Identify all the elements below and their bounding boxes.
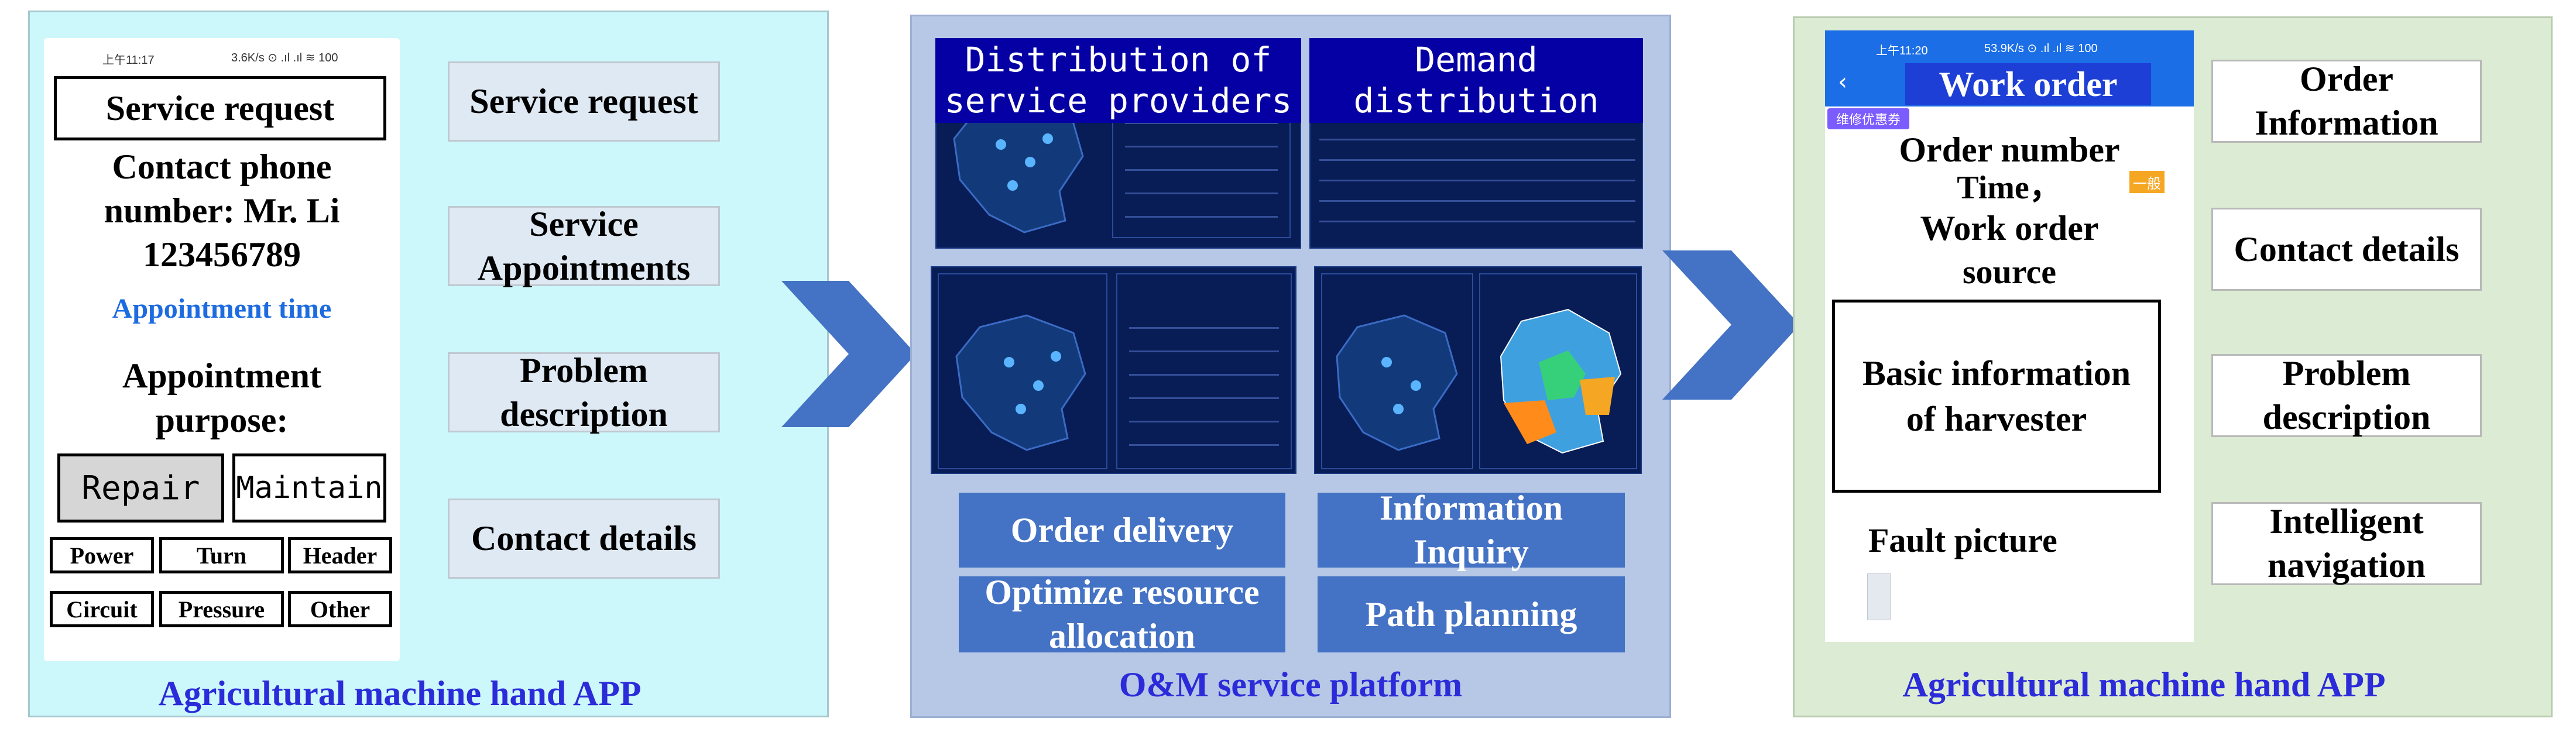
harvester-info-box: Basic information of harvester [1832,300,2161,493]
contact-line-1: Contact phone [112,147,332,186]
side-box-label-line-2: Appointments [477,248,691,287]
side-box-problem-description: Problem description [448,350,720,434]
side-box-label: Contact details [2234,229,2460,269]
work-order-title: Work order [1905,63,2151,105]
map-panel [1321,273,1473,469]
path-planning-button[interactable]: Path planning [1318,576,1625,652]
dashboard-header-demand: Demand distribution [1309,38,1643,123]
side-box-label-line-1: Problem [2282,354,2411,393]
source-label-line-1: Work order [1920,208,2099,248]
status-indicators: 3.6K/s ⊙ .ıl .ıl ≋ 100 [231,51,338,64]
side-box-service-appointments: Service Appointments [448,205,720,287]
side-box-service-request: Service request [448,61,720,142]
dashboard-provider-map [931,266,1296,474]
side-box-label-line-2: navigation [2267,546,2426,585]
side-box-label-line-2: description [500,394,668,434]
button-label-line-1: Optimize resource [985,573,1260,611]
header-line-2: distribution [1353,80,1599,121]
status-time: 上午11:20 [1876,44,1928,57]
maintain-button[interactable]: Maintain [232,453,386,523]
chip-other[interactable]: Other [288,591,392,627]
button-label-line-2: allocation [1049,617,1195,655]
chip-turn[interactable]: Turn [159,537,284,573]
service-request-title: Service request [54,76,386,140]
source-label-line-2: source [1962,253,2056,291]
work-order-app-screen [1825,30,2194,642]
status-indicators: 53.9K/s ⊙ .ıl .ıl ≋ 100 [1984,42,2098,55]
fault-picture-label: Fault picture [1868,521,2057,559]
header-line-2: service providers [944,80,1292,121]
side-box-label: Contact details [471,519,697,558]
header-line-1: Demand [1415,39,1538,80]
chip-power[interactable]: Power [50,537,154,573]
map-graphic [942,92,1095,241]
side-box-problem-description: Problem description [2211,354,2482,437]
side-box-label: Service request [469,82,698,121]
contact-line-2: number: Mr. Li [104,191,340,230]
side-box-label-line-1: Problem [520,350,648,390]
back-icon[interactable]: ‹ [1838,68,1847,95]
fault-picture-thumbnail[interactable] [1867,573,1891,620]
side-box-contact-details: Contact details [448,499,720,579]
order-delivery-button[interactable]: Order delivery [959,493,1285,568]
chip-header[interactable]: Header [288,537,392,573]
flow-arrow-2 [1662,250,1803,400]
order-number-label: Order number [1899,130,2120,169]
header-line-1: Distribution of [965,39,1272,80]
repair-button[interactable]: Repair [57,453,224,523]
dashboard-demand-map [1314,266,1642,474]
time-label: Time， [1957,169,2062,206]
optimize-resource-allocation-button[interactable]: Optimize resource allocation [959,573,1285,655]
side-box-intelligent-navigation: Intelligent navigation [2211,502,2482,585]
map-panel [938,273,1107,469]
flow-arrow-1 [781,281,919,427]
information-inquiry-button[interactable]: Information Inquiry [1318,489,1625,571]
contact-line-3: 123456789 [143,235,301,274]
side-box-label-line-1: Order [2300,60,2393,98]
button-label-line-2: Inquiry [1414,532,1529,571]
side-box-order-information: Order Information [2211,60,2482,143]
button-label-line-1: Information [1379,489,1563,527]
heat-map-panel [1479,273,1637,469]
dashboard-header-service-providers: Distribution of service providers [935,38,1301,123]
side-box-label-line-1: Intelligent [2269,502,2424,541]
appointment-time-field[interactable]: Appointment time [112,293,332,324]
data-table [1116,273,1292,469]
priority-badge: 一般 [2129,171,2165,193]
harvester-label-line-2: of harvester [1906,400,2087,438]
side-box-label-line-1: Service [529,204,639,243]
chip-circuit[interactable]: Circuit [50,591,154,627]
chip-pressure[interactable]: Pressure [159,591,284,627]
data-table [1319,127,1635,241]
right-caption: Agricultural machine hand APP [1902,665,2386,704]
purpose-label-line-1: Appointment [122,356,322,395]
status-time: 上午11:17 [102,54,155,67]
middle-caption: O&M service platform [1119,665,1463,704]
harvester-label-line-1: Basic information [1862,354,2131,393]
coupon-tag: 维修优惠券 [1827,108,1909,129]
side-box-contact-details: Contact details [2211,208,2482,291]
purpose-label-line-2: purpose: [155,401,289,439]
side-box-label-line-2: description [2262,398,2431,437]
left-caption: Agricultural machine hand APP [158,673,642,713]
side-box-label-line-2: Information [2255,104,2438,142]
